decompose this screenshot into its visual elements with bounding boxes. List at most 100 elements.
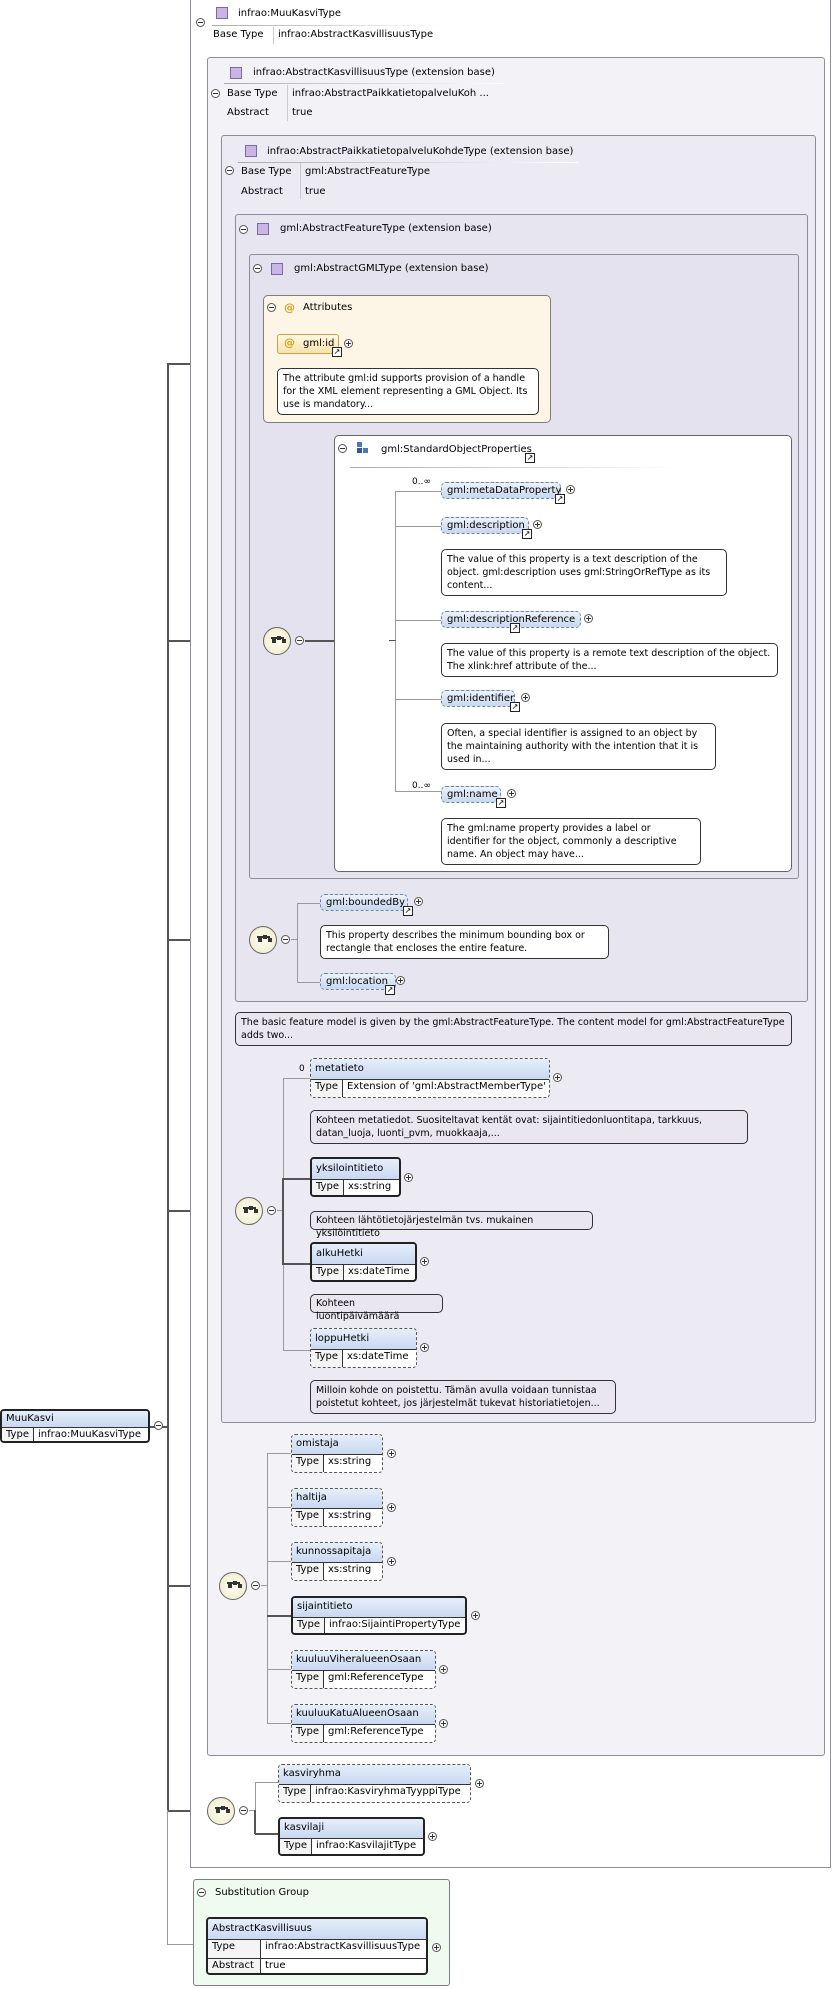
descriptionreference-link-icon[interactable]: ↗ [510, 623, 520, 633]
ext1-collapse-icon[interactable] [211, 89, 220, 98]
kuuluukatualueenosaan-type-val: gml:ReferenceType [327, 1726, 424, 1737]
complex-type-collapse-icon[interactable] [196, 18, 205, 27]
gml-sequence-icon[interactable] [263, 627, 291, 655]
ext3-collapse-icon[interactable] [239, 225, 248, 234]
muu-sequence-icon[interactable] [207, 1797, 235, 1825]
gml-metadataproperty-name: gml:metaDataProperty [447, 485, 562, 496]
loppuhetki-type-key: Type [311, 1350, 343, 1367]
omistaja-name: omistaja [292, 1435, 382, 1454]
gml-id-expand-icon[interactable] [344, 339, 353, 348]
boundedby-expand-icon[interactable] [414, 897, 423, 906]
kunnossapitaja-expand-icon[interactable] [387, 1557, 396, 1566]
main-trunk-line [167, 363, 169, 1811]
description-link-icon[interactable]: ↗ [522, 529, 532, 539]
muu-sequence-collapse-icon[interactable] [239, 1806, 248, 1815]
omistaja-type-key: Type [292, 1455, 324, 1472]
kasvilaji-type-key: Type [280, 1839, 312, 1854]
kasvilaji-expand-icon[interactable] [428, 1832, 437, 1841]
gml-location-element[interactable]: gml:location [320, 973, 396, 990]
gml-id-link-icon[interactable]: ↗ [332, 347, 342, 357]
sijaintitieto-type-val: infrao:SijaintiPropertyType [328, 1619, 461, 1630]
metatieto-expand-icon[interactable] [553, 1073, 562, 1082]
kasviryhma-expand-icon[interactable] [475, 1779, 484, 1788]
attributes-collapse-icon[interactable] [267, 303, 276, 312]
identifier-expand-icon[interactable] [521, 693, 530, 702]
pk-sequence-icon[interactable] [235, 1197, 263, 1225]
kuuluukatualueenosaan-expand-icon[interactable] [439, 1719, 448, 1728]
gml-boundedby-element[interactable]: gml:boundedBy [320, 894, 408, 911]
metadataproperty-expand-icon[interactable] [566, 485, 575, 494]
root-type-val: infrao:MuuKasviType [37, 1429, 142, 1440]
kasv-sequence-collapse-icon[interactable] [251, 1581, 260, 1590]
gml-id-attribute[interactable] [277, 334, 339, 354]
sijaintitieto-expand-icon[interactable] [471, 1611, 480, 1620]
ext2-icon [245, 145, 257, 157]
metatieto-type-val: Extension of 'gml:AbstractMemberType' [346, 1081, 546, 1092]
location-link-icon[interactable]: ↗ [385, 985, 395, 995]
attributes-at-icon: @ [284, 301, 295, 314]
ext1-icon [230, 67, 242, 79]
gml-metadataproperty-element[interactable]: gml:metaDataProperty [441, 482, 561, 499]
gml-boundedby-name: gml:boundedBy [326, 897, 406, 908]
kasviryhma-name: kasviryhma [279, 1765, 470, 1784]
feature-sequence-icon[interactable] [249, 926, 277, 954]
boundedby-link-icon[interactable]: ↗ [403, 906, 413, 916]
yksilointitieto-name: yksilointitieto [312, 1159, 399, 1179]
alkuhetki-expand-icon[interactable] [420, 1257, 429, 1266]
ext2-collapse-icon[interactable] [225, 166, 234, 175]
gml-sequence-collapse-icon[interactable] [295, 636, 304, 645]
name-expand-icon[interactable] [507, 789, 516, 798]
connector-subst [167, 1810, 168, 1945]
alkuhetki-doc: Kohteen luontipäivämäärä [310, 1294, 443, 1322]
ext4-collapse-icon[interactable] [253, 264, 262, 273]
omistaja-expand-icon[interactable] [387, 1449, 396, 1458]
complex-type-base-key: Base Type [213, 29, 264, 40]
std-props-collapse-icon[interactable] [338, 444, 347, 453]
feature-sequence-collapse-icon[interactable] [281, 935, 290, 944]
root-collapse-icon[interactable] [154, 1421, 163, 1430]
ext3-icon [257, 223, 269, 235]
gml-identifier-element[interactable]: gml:identifier [441, 690, 515, 707]
kasvilaji-name: kasvilaji [280, 1819, 423, 1838]
loppuhetki-expand-icon[interactable] [420, 1343, 429, 1352]
ext1-abstract-val: true [292, 107, 313, 118]
metatieto-doc: Kohteen metatiedot. Suositeltavat kentät… [310, 1110, 748, 1144]
gml-descriptionreference-doc: The value of this property is a remote t… [441, 643, 778, 677]
kunnossapitaja-type-val: xs:string [327, 1564, 372, 1575]
pk-sequence-collapse-icon[interactable] [267, 1206, 276, 1215]
ext2-abstract-key: Abstract [241, 186, 283, 197]
ext2-abstract-val: true [305, 186, 326, 197]
kuuluuviheralueenosaan-expand-icon[interactable] [439, 1665, 448, 1674]
std-props-link-icon[interactable]: ↗ [525, 453, 535, 463]
gml-description-element[interactable]: gml:description [441, 517, 529, 534]
location-expand-icon[interactable] [396, 976, 405, 985]
descriptionreference-expand-icon[interactable] [584, 614, 593, 623]
haltija-expand-icon[interactable] [387, 1503, 396, 1512]
kasv-sequence-icon[interactable] [219, 1572, 247, 1600]
gml-name-element[interactable]: gml:name [441, 786, 501, 803]
substitution-collapse-icon[interactable] [197, 1888, 206, 1897]
abstractkasvillisuus-expand-icon[interactable] [432, 1943, 441, 1952]
identifier-link-icon[interactable]: ↗ [510, 702, 520, 712]
sijaintitieto-name: sijaintitieto [293, 1598, 465, 1617]
gml-name-name: gml:name [447, 789, 498, 800]
kuuluuviheralueenosaan-type-key: Type [292, 1671, 324, 1688]
name-link-icon[interactable]: ↗ [496, 798, 506, 808]
description-expand-icon[interactable] [533, 520, 542, 529]
yksilointitieto-expand-icon[interactable] [404, 1173, 413, 1182]
metadataproperty-link-icon[interactable]: ↗ [555, 494, 565, 504]
